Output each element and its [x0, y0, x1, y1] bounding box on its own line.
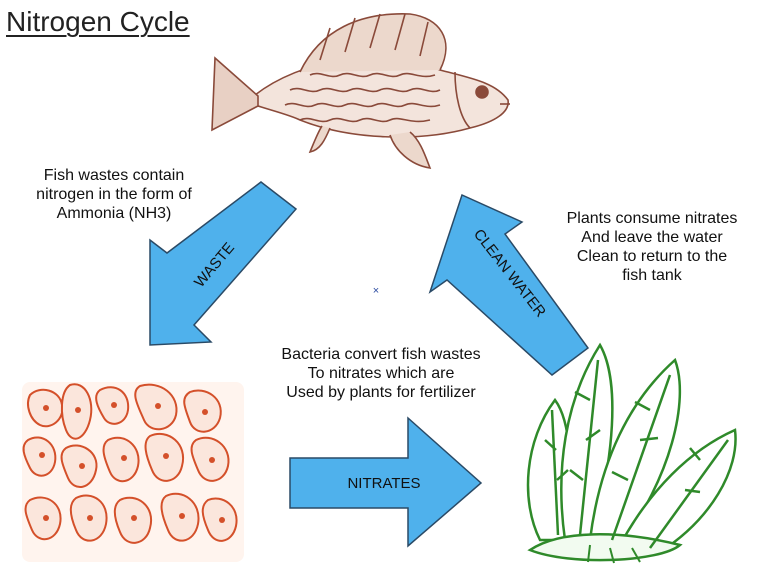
- nitrates-arrow: NITRATES: [290, 418, 481, 546]
- fish-icon: [212, 14, 510, 168]
- clean-water-arrow: CLEAN WATER: [430, 195, 588, 375]
- bacteria-icon: [22, 382, 244, 562]
- lettuce-icon: [528, 345, 736, 563]
- waste-arrow: WASTE: [150, 182, 296, 345]
- center-mark: ×: [373, 285, 379, 297]
- nitrates-arrow-label: NITRATES: [347, 475, 420, 492]
